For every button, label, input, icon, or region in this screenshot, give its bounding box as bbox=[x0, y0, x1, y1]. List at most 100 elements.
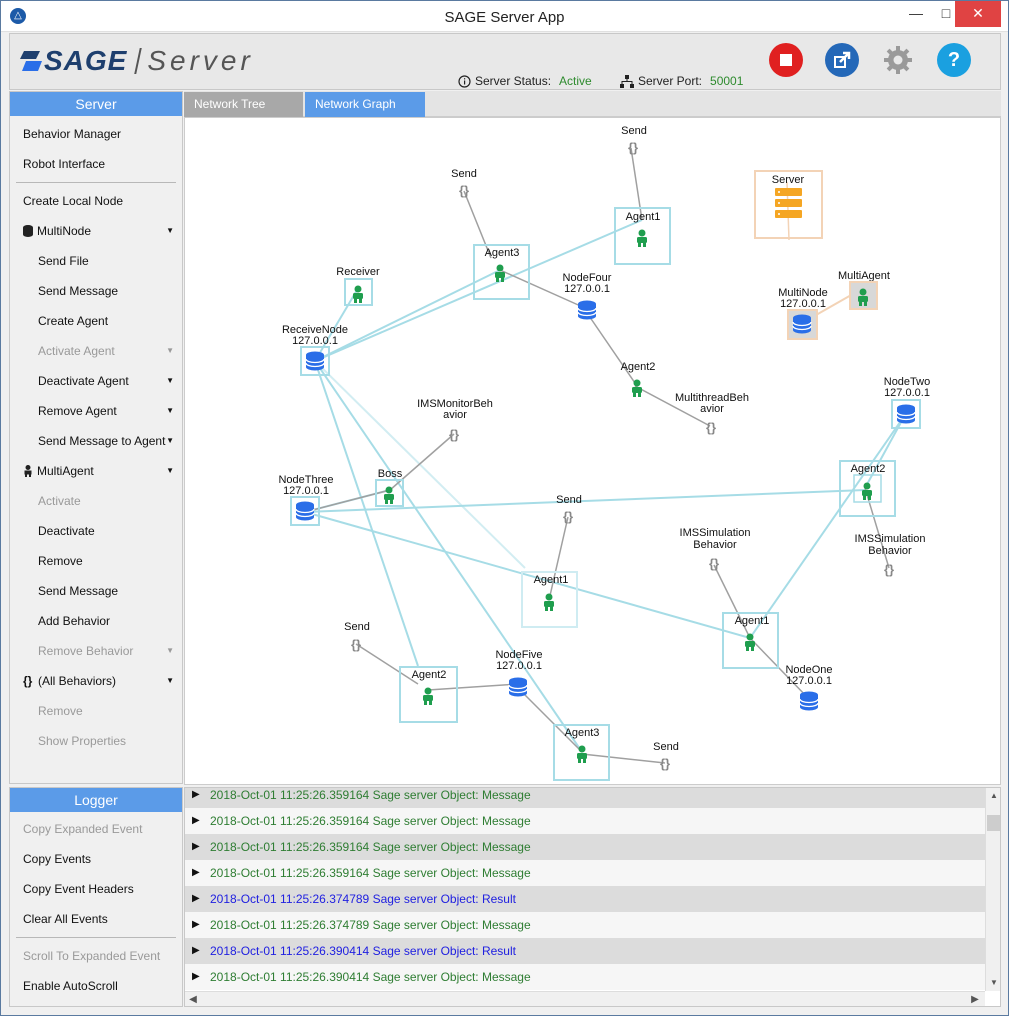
menu-send-message[interactable]: Send Message bbox=[38, 284, 119, 298]
agent-node-agent1-center[interactable]: Agent1 bbox=[521, 571, 578, 628]
settings-button[interactable] bbox=[881, 43, 915, 77]
log-row[interactable]: ▶2018-Oct-01 11:25:26.359164 Sage server… bbox=[185, 860, 985, 886]
log-row[interactable]: ▶2018-Oct-01 11:25:26.390414 Sage server… bbox=[185, 964, 985, 990]
scroll-left-icon[interactable]: ◀ bbox=[189, 994, 197, 1005]
log-row[interactable]: ▶2018-Oct-01 11:25:26.359164 Sage server… bbox=[185, 834, 985, 860]
maximize-button[interactable]: □ bbox=[941, 5, 951, 21]
menu-activate[interactable]: Activate bbox=[38, 494, 81, 508]
menu-all-behaviors[interactable]: {}(All Behaviors)▼ bbox=[10, 666, 182, 696]
vertical-scrollbar[interactable]: ▲ ▼ bbox=[985, 788, 1000, 991]
expand-arrow-icon[interactable]: ▶ bbox=[192, 789, 200, 800]
menu-scroll-to-expanded-event[interactable]: Scroll To Expanded Event bbox=[23, 949, 161, 963]
help-button[interactable]: ? bbox=[937, 43, 971, 77]
log-row[interactable]: ▶2018-Oct-01 11:25:26.390414 Sage server… bbox=[185, 938, 985, 964]
menu-clear-all-events[interactable]: Clear All Events bbox=[23, 912, 108, 926]
agent-node-agent3[interactable]: Agent3 bbox=[473, 244, 530, 300]
minimize-button[interactable]: — bbox=[909, 5, 923, 21]
behavior-node[interactable]: Send{} bbox=[344, 621, 370, 652]
expand-arrow-icon[interactable]: ▶ bbox=[192, 919, 200, 930]
horizontal-scrollbar[interactable]: ◀ ▶ bbox=[185, 991, 985, 1006]
menu-send-message-to-agent[interactable]: Send Message to Agent▼ bbox=[10, 426, 182, 456]
behavior-node[interactable]: Send{} bbox=[653, 741, 679, 771]
database-icon bbox=[295, 500, 315, 522]
expand-arrow-icon[interactable]: ▶ bbox=[192, 893, 200, 904]
agent-node-agent2[interactable]: Agent2 bbox=[621, 361, 656, 397]
scroll-up-icon[interactable]: ▲ bbox=[990, 791, 998, 800]
tab-network-tree-view[interactable]: Network Tree View bbox=[184, 92, 303, 135]
log-row[interactable]: ▶2018-Oct-01 11:25:26.374789 Sage server… bbox=[185, 886, 985, 912]
event-log[interactable]: ▶2018-Oct-01 11:25:26.359164 Sage server… bbox=[184, 787, 1001, 1007]
log-row[interactable]: ▶2018-Oct-01 11:25:26.359164 Sage server… bbox=[185, 808, 985, 834]
menu-remove[interactable]: Remove bbox=[38, 554, 83, 568]
menu-deactivate[interactable]: Deactivate bbox=[38, 524, 95, 538]
scrollbar-thumb[interactable] bbox=[987, 815, 1000, 831]
menu-remove-behavior[interactable]: Remove Behavior▼ bbox=[10, 636, 182, 666]
agent-node-agent1[interactable]: Agent1 bbox=[614, 207, 671, 265]
open-button[interactable] bbox=[825, 43, 859, 77]
node-label: MultiNode bbox=[778, 287, 828, 299]
menu-copy-event-headers[interactable]: Copy Event Headers bbox=[23, 882, 134, 896]
menu-activate-agent[interactable]: Activate Agent▼ bbox=[10, 336, 182, 366]
menu-create-local-node[interactable]: Create Local Node bbox=[23, 194, 124, 208]
menu-multinode[interactable]: MultiNode▼ bbox=[10, 216, 182, 246]
agent-node-agent3-bottom[interactable]: Agent3 bbox=[553, 724, 610, 781]
log-row[interactable]: ▶2018-Oct-01 11:25:26.359164 Sage server… bbox=[185, 788, 985, 808]
node-label: Agent1 bbox=[534, 574, 569, 586]
menu-robot-interface[interactable]: Robot Interface bbox=[23, 157, 106, 171]
menu-send-file[interactable]: Send File bbox=[38, 254, 89, 268]
chevron-down-icon: ▼ bbox=[166, 346, 174, 355]
close-button[interactable]: ✕ bbox=[955, 1, 1001, 27]
menu-copy-events[interactable]: Copy Events bbox=[23, 852, 92, 866]
behavior-node[interactable]: Send{} bbox=[621, 125, 647, 155]
agent-node-agent2-right[interactable]: Agent2 bbox=[839, 460, 896, 517]
log-row[interactable]: ▶2018-Oct-01 11:25:26.374789 Sage server… bbox=[185, 912, 985, 938]
scroll-down-icon[interactable]: ▼ bbox=[990, 978, 998, 987]
node-label: Server bbox=[772, 174, 805, 186]
menu-add-behavior[interactable]: Add Behavior bbox=[38, 614, 111, 628]
menu-show-properties[interactable]: Show Properties bbox=[38, 734, 127, 748]
menu-create-agent[interactable]: Create Agent bbox=[38, 314, 109, 328]
chevron-down-icon: ▼ bbox=[166, 436, 174, 445]
agent-node-receiver[interactable]: Receiver bbox=[336, 266, 380, 306]
menu-multiagent-send-message[interactable]: Send Message bbox=[38, 584, 119, 598]
menu-behavior-manager[interactable]: Behavior Manager bbox=[23, 127, 122, 141]
menu-remove-agent[interactable]: Remove Agent▼ bbox=[10, 396, 182, 426]
expand-arrow-icon[interactable]: ▶ bbox=[192, 815, 200, 826]
agent-node-agent2-bottom-left[interactable]: Agent2 bbox=[399, 666, 458, 723]
menu-copy-expanded-event[interactable]: Copy Expanded Event bbox=[23, 822, 143, 836]
expand-arrow-icon[interactable]: ▶ bbox=[192, 841, 200, 852]
menu-behavior-remove[interactable]: Remove bbox=[38, 704, 83, 718]
tab-network-graph-view[interactable]: Network Graph View bbox=[305, 92, 425, 135]
stop-button[interactable] bbox=[769, 43, 803, 77]
menu-deactivate-agent[interactable]: Deactivate Agent▼ bbox=[10, 366, 182, 396]
node-label: NodeTwo bbox=[884, 376, 930, 388]
agent-node-multiagent[interactable]: MultiAgent bbox=[838, 270, 890, 310]
expand-arrow-icon[interactable]: ▶ bbox=[192, 867, 200, 878]
expand-arrow-icon[interactable]: ▶ bbox=[192, 971, 200, 982]
menu-enable-autoscroll[interactable]: Enable AutoScroll bbox=[23, 979, 118, 993]
menu-multiagent[interactable]: MultiAgent▼ bbox=[10, 456, 182, 486]
behavior-node[interactable]: Send{} bbox=[556, 494, 582, 524]
agent-node-boss[interactable]: Boss bbox=[375, 468, 404, 507]
network-node-server[interactable]: Server bbox=[754, 170, 823, 239]
braces-icon: {} bbox=[706, 420, 716, 435]
chevron-down-icon: ▼ bbox=[166, 676, 174, 685]
logger-panel-title: Logger bbox=[10, 788, 182, 812]
scroll-right-icon[interactable]: ▶ bbox=[971, 994, 979, 1005]
behavior-node[interactable]: Send{} bbox=[451, 168, 477, 198]
braces-icon: {} bbox=[351, 637, 361, 652]
expand-arrow-icon[interactable]: ▶ bbox=[192, 945, 200, 956]
agent-node-agent1-right[interactable]: Agent1 bbox=[722, 612, 779, 669]
